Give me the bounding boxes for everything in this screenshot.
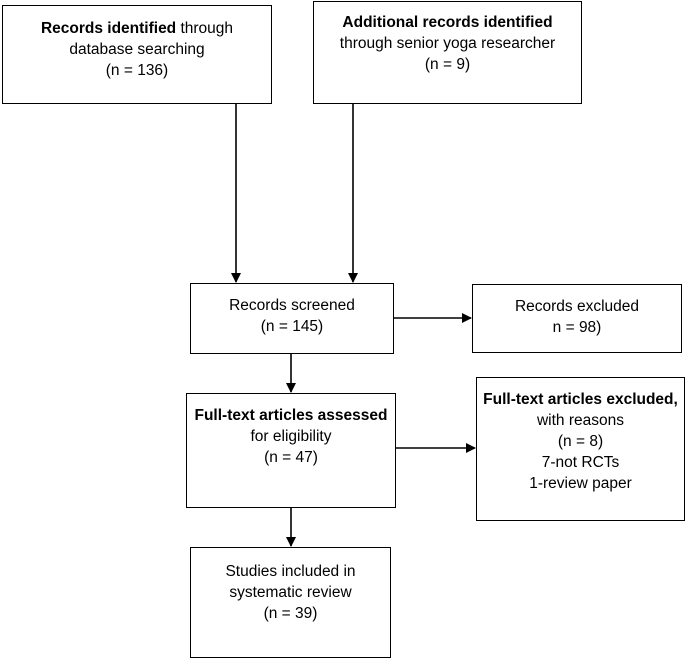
records-excluded-count: n = 98) (552, 319, 602, 336)
studies-included-subtitle: systematic review (229, 584, 352, 601)
records-screened-count: (n = 145) (260, 318, 324, 335)
studies-included-box: Studies included in systematic review (n… (190, 547, 391, 658)
records-identified-source: database searching (69, 41, 205, 58)
fulltext-excluded-count: (n = 8) (557, 433, 604, 450)
fulltext-assessed-box: Full-text articles assessed for eligibil… (186, 393, 396, 508)
fulltext-excluded-box: Full-text articles excluded, with reason… (476, 377, 685, 521)
fulltext-assessed-count: (n = 47) (264, 449, 318, 466)
fulltext-excluded-title: Full-text articles excluded, (483, 391, 678, 408)
fulltext-assessed-purpose: for eligibility (250, 428, 332, 445)
records-screened-box: Records screened (n = 145) (190, 283, 394, 354)
studies-included-title: Studies included in (225, 563, 356, 580)
additional-records-box: Additional records identified through se… (313, 1, 582, 104)
records-identified-count: (n = 136) (105, 62, 169, 79)
fulltext-excluded-reason-1: 7-not RCTs (541, 454, 620, 471)
records-screened-title: Records screened (229, 297, 355, 314)
records-excluded-box: Records excluded n = 98) (472, 284, 682, 353)
fulltext-excluded-subtitle: with reasons (536, 412, 624, 429)
additional-records-title: Additional records identified (342, 14, 553, 31)
records-excluded-title: Records excluded (514, 298, 640, 315)
records-identified-title: Records identified through (40, 20, 234, 37)
records-identified-box: Records identified through database sear… (2, 5, 272, 104)
additional-records-count: (n = 9) (424, 56, 471, 73)
fulltext-excluded-reason-2: 1-review paper (529, 475, 632, 492)
additional-records-source: through senior yoga researcher (339, 35, 556, 52)
fulltext-assessed-title: Full-text articles assessed (194, 407, 388, 424)
studies-included-count: (n = 39) (263, 605, 318, 622)
